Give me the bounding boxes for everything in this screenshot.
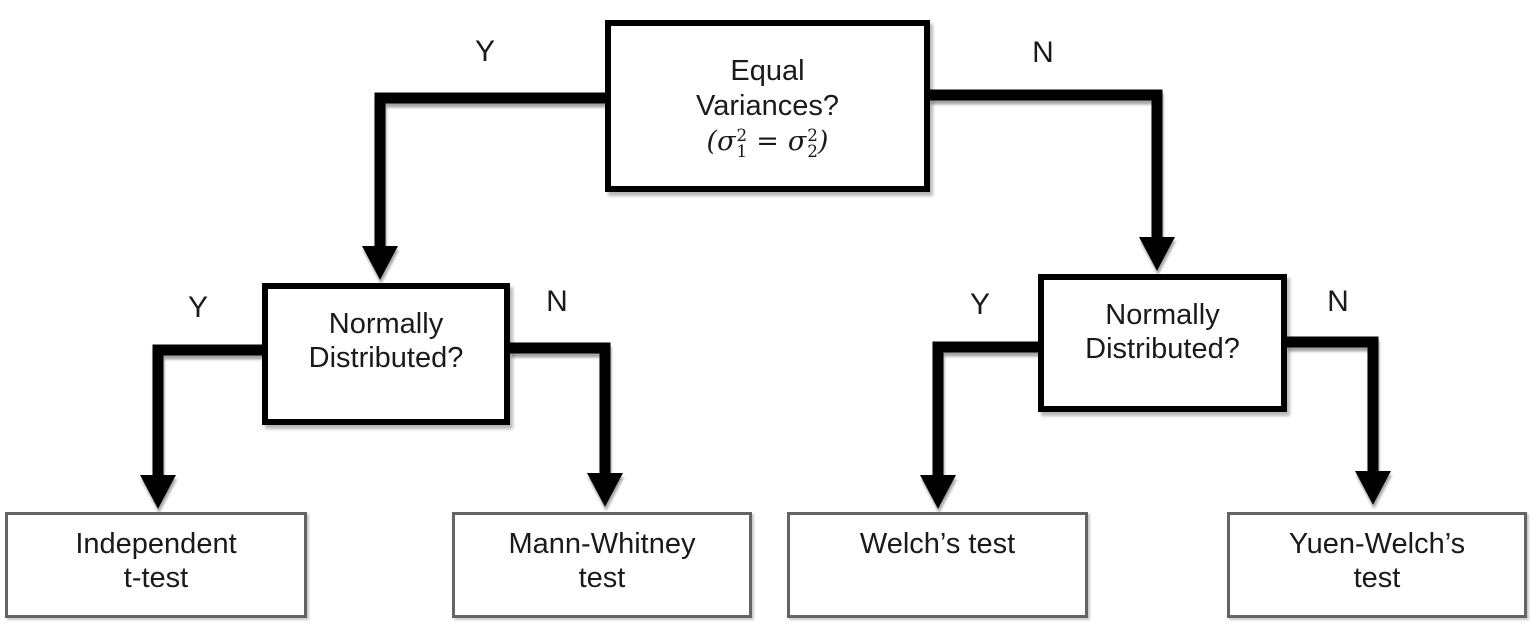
branch-label-left-no: N: [546, 285, 568, 318]
decision-text-line: Normally: [328, 308, 444, 340]
decision-text-line: Variances?: [696, 89, 839, 122]
leaf-text-line: Yuen-Welch’s: [1288, 528, 1466, 560]
arrowhead-right-no: [1355, 471, 1391, 505]
leaf-text-line: Mann-Whitney: [508, 528, 696, 560]
arrowhead-root-yes: [362, 246, 398, 280]
arrowhead-left-yes: [140, 475, 176, 509]
equals-sign: =: [756, 125, 779, 157]
sigma-2-superscript: 2: [807, 124, 818, 145]
decision-node-normally-distributed-left: Normally Distributed?: [262, 283, 510, 425]
arrowhead-left-no: [587, 473, 623, 507]
branch-label-left-yes: Y: [187, 291, 209, 324]
connector-left-no: [510, 342, 611, 476]
arrowhead-root-no: [1139, 237, 1175, 271]
connector-left-yes: [152, 344, 262, 478]
branch-label-root-yes: Y: [474, 35, 496, 68]
connector-root-no: [930, 89, 1163, 240]
decision-text-line: Equal: [730, 55, 805, 88]
decision-text-line: Normally: [1105, 299, 1220, 331]
leaf-node-welchs-test: Welch’s test: [787, 512, 1088, 618]
leaf-text-line: test: [578, 562, 626, 595]
connector-right-yes: [932, 341, 1038, 478]
branch-label-root-no: N: [1032, 36, 1054, 69]
leaf-text-line: Independent: [75, 528, 237, 560]
formula-close-paren: ): [817, 125, 829, 157]
leaf-text-line: t-test: [123, 562, 189, 595]
arrowhead-right-yes: [920, 475, 956, 509]
decision-text-line: Distributed?: [1085, 333, 1240, 366]
leaf-text-line: Welch’s test: [859, 528, 1016, 560]
sigma-2-subscript: 2: [807, 140, 818, 161]
sigma-1-superscript: 2: [736, 124, 748, 145]
connector-right-no: [1287, 336, 1379, 474]
leaf-node-independent-t-test: Independent t-test: [5, 512, 307, 618]
branch-label-right-no: N: [1327, 285, 1349, 318]
branch-label-right-yes: Y: [969, 288, 991, 321]
connector-root-yes: [374, 92, 605, 250]
leaf-node-yuen-welchs-test: Yuen-Welch’s test: [1227, 512, 1527, 618]
sigma-2-symbol: σ: [787, 125, 807, 157]
formula-open-paren: (: [706, 125, 718, 157]
leaf-node-mann-whitney-test: Mann-Whitney test: [452, 512, 752, 618]
sigma-1-subscript: 1: [736, 140, 748, 161]
leaf-text-line: test: [1353, 562, 1401, 595]
decision-text-line: Distributed?: [308, 342, 464, 375]
sigma-1-symbol: σ: [717, 125, 736, 157]
decision-node-normally-distributed-right: Normally Distributed?: [1038, 274, 1287, 412]
